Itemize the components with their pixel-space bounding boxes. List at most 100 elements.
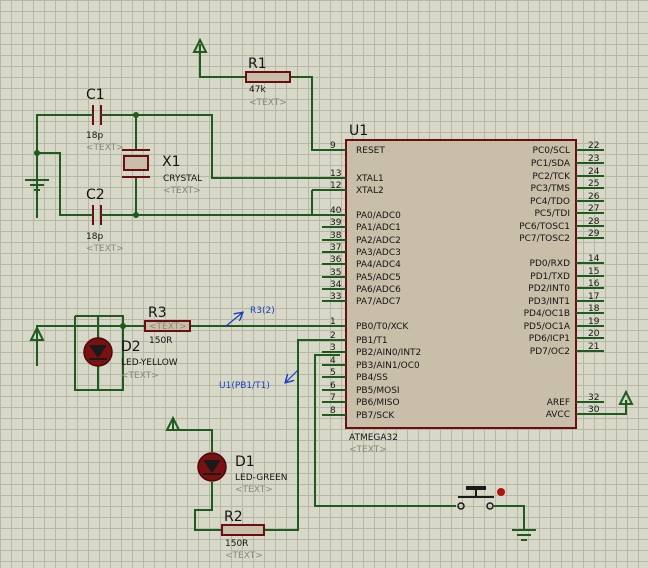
x1-ref: X1 (162, 154, 181, 170)
power-arrow-icon (192, 37, 208, 53)
resistor-r1[interactable]: R1 47k <TEXT> (245, 56, 291, 108)
r1-value: 47k (249, 85, 266, 95)
u1-pin-number: 9 (330, 141, 336, 151)
u1-pin-label: PD5/OC1A (524, 322, 571, 332)
capacitor-c2[interactable]: C2 18p <TEXT> (84, 187, 124, 254)
capacitor-c1[interactable]: C1 18p <TEXT> (84, 87, 124, 153)
u1-pin-label: PC1/SDA (531, 159, 571, 169)
c1-ref: C1 (86, 87, 105, 103)
u1-pin-label: PC4/TDO (530, 197, 570, 207)
push-button[interactable] (457, 486, 505, 510)
u1-pin-label: XTAL1 (356, 174, 384, 184)
x1-text: <TEXT> (163, 186, 201, 196)
u1-pin-number: 26 (588, 192, 600, 202)
d1-ref: D1 (235, 454, 255, 470)
probe-r3[interactable]: R3(2) (225, 306, 275, 327)
d2-value: LED-YELLOW (121, 358, 178, 368)
r2-value: 150R (225, 539, 248, 549)
u1-pin-label: XTAL2 (356, 186, 384, 196)
c2-value: 18p (86, 232, 103, 242)
u1-pin-label: PB4/SS (356, 373, 388, 383)
u1-pin-label: PB2/AIN0/INT2 (356, 348, 421, 358)
u1-pin-label: PB3/AIN1/OC0 (356, 361, 420, 371)
button-indicator-icon[interactable] (497, 488, 505, 496)
u1-pin-number: 39 (330, 218, 342, 228)
u1-pin-number: 4 (330, 356, 336, 366)
u1-pin-number: 30 (588, 405, 600, 415)
u1-pin-label: RESET (356, 146, 385, 156)
led-d2[interactable]: D2 LED-YELLOW <TEXT> (83, 337, 178, 381)
resistor-r2[interactable]: R2 150R <TEXT> (221, 509, 265, 561)
u1-pin-number: 21 (588, 342, 599, 352)
r3-value: 150R (149, 336, 172, 346)
u1-pin-number: 36 (330, 255, 342, 265)
u1-pin-number: 17 (588, 292, 599, 302)
u1-pin-number: 12 (330, 181, 341, 191)
u1-pin-number: 8 (330, 406, 336, 416)
u1-pin-number: 15 (588, 267, 599, 277)
u1-pin-number: 23 (588, 154, 599, 164)
crystal-x1[interactable]: X1 CRYSTAL <TEXT> (122, 149, 202, 196)
u1-pin-number: 2 (330, 331, 336, 341)
u1-pin-label: PA4/ADC4 (356, 260, 401, 270)
u1-pin-number: 29 (588, 229, 600, 239)
u1-pin-label: PA6/ADC6 (356, 285, 401, 295)
power-arrow-icon (165, 415, 181, 431)
resistor-r3[interactable]: R3 150R <TEXT> (144, 305, 191, 346)
u1-pin-label: PD1/TXD (530, 272, 570, 282)
probe-u1[interactable]: U1(PB1/T1) (219, 369, 299, 391)
d2-ref: D2 (121, 339, 141, 355)
u1-value: ATMEGA32 (349, 433, 398, 443)
u1-pin-label: PD0/RXD (530, 259, 571, 269)
u1-pin-label: PB1/T1 (356, 336, 388, 346)
u1-pin-label: PC0/SCL (533, 146, 570, 156)
u1-pin-number: 16 (588, 279, 600, 289)
power-arrow-icon (29, 325, 45, 366)
u1-pin-number: 3 (330, 343, 336, 353)
c2-ref: C2 (86, 187, 105, 203)
led-d1[interactable]: D1 LED-GREEN <TEXT> (197, 452, 288, 495)
u1-pin-number: 5 (330, 368, 336, 378)
u1-pin-label: PA3/ADC3 (356, 248, 401, 258)
u1-pin-label: PA5/ADC5 (356, 273, 401, 283)
